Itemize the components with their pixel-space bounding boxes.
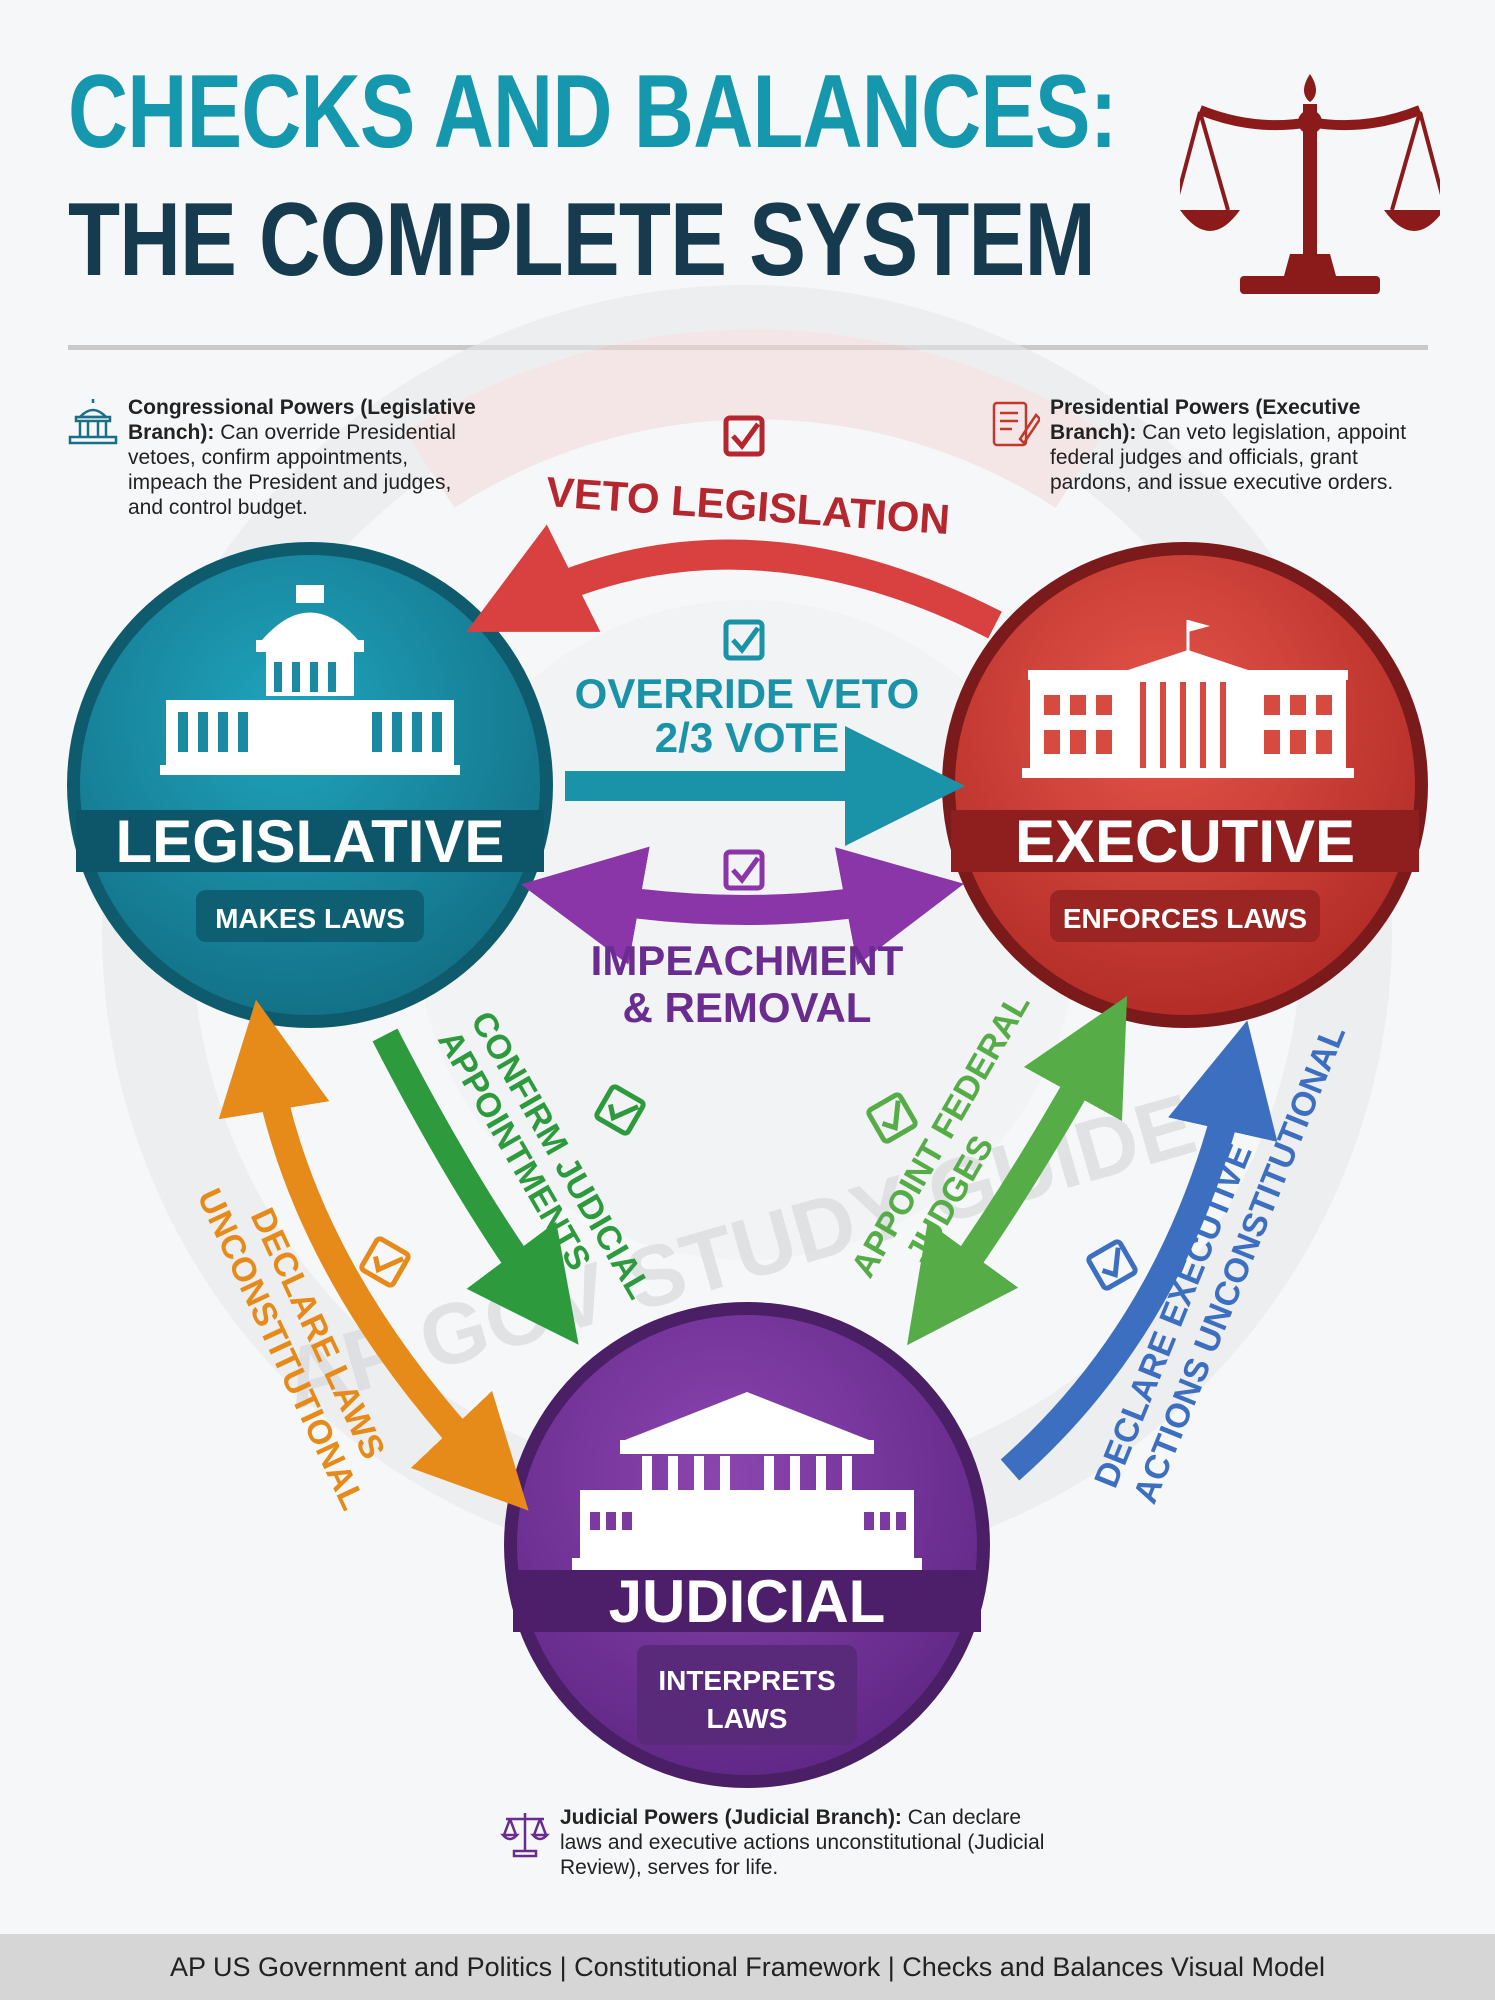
judicial-name: JUDICIAL bbox=[609, 1568, 886, 1635]
check-veto-legislation: VETO LEGISLATION bbox=[466, 415, 1002, 639]
checkbox-icon bbox=[723, 415, 765, 457]
override-label-line-1: OVERRIDE VETO bbox=[575, 670, 920, 717]
legislative-role: MAKES LAWS bbox=[215, 903, 405, 934]
scales-of-justice-icon bbox=[1180, 74, 1440, 294]
checkbox-icon bbox=[866, 1092, 918, 1144]
capitol-icon bbox=[68, 399, 118, 445]
title-line-1: CHECKS AND BALANCES: bbox=[68, 54, 1117, 170]
checkbox-icon bbox=[1086, 1239, 1138, 1291]
checkbox-icon bbox=[594, 1084, 646, 1136]
legislative-circle[interactable]: LEGISLATIVE MAKES LAWS bbox=[67, 542, 553, 1028]
scales-icon bbox=[500, 1813, 550, 1858]
legislative-powers-box: Congressional Powers (Legislative Branch… bbox=[68, 395, 488, 520]
judicial-circle[interactable]: JUDICIAL INTERPRETS LAWS bbox=[504, 1302, 990, 1788]
executive-circle[interactable]: EXECUTIVE ENFORCES LAWS bbox=[942, 542, 1428, 1028]
override-label-line-2: 2/3 VOTE bbox=[655, 714, 839, 761]
impeach-label-line-1: IMPEACHMENT bbox=[591, 937, 904, 984]
check-override-veto: OVERRIDE VETO 2/3 VOTE bbox=[565, 619, 965, 846]
veto-label: VETO LEGISLATION bbox=[545, 468, 952, 543]
judicial-powers-text: Can declare laws and executive actions u… bbox=[560, 1806, 1045, 1879]
impeach-label-line-2: & REMOVAL bbox=[623, 984, 872, 1031]
legislative-powers-text: Can override Presidential vetoes, confir… bbox=[128, 421, 456, 519]
footer-bar: AP US Government and Politics | Constitu… bbox=[0, 1934, 1495, 2000]
judicial-role-line-1: INTERPRETS bbox=[658, 1665, 835, 1696]
check-impeachment: IMPEACHMENT & REMOVAL bbox=[520, 846, 964, 1031]
executive-powers-box: Presidential Powers (Executive Branch): … bbox=[990, 395, 1420, 495]
judicial-role-line-2: LAWS bbox=[707, 1703, 788, 1734]
judicial-powers-box: Judicial Powers (Judicial Branch): Can d… bbox=[500, 1805, 1060, 1880]
legislative-powers-heading: Congressional Powers (Legislative Branch… bbox=[128, 396, 476, 444]
document-pen-icon bbox=[992, 401, 1040, 447]
judicial-powers-heading: Judicial Powers (Judicial Branch): bbox=[560, 1806, 902, 1829]
checkbox-icon bbox=[723, 619, 765, 661]
executive-powers-text: Can veto legislation, appoint federal ju… bbox=[1050, 421, 1407, 494]
executive-role: ENFORCES LAWS bbox=[1063, 903, 1307, 934]
legislative-name: LEGISLATIVE bbox=[116, 808, 505, 875]
checkbox-icon bbox=[359, 1236, 411, 1288]
title-line-2: THE COMPLETE SYSTEM bbox=[68, 182, 1096, 298]
executive-powers-heading: Presidential Powers (Executive Branch): bbox=[1050, 396, 1361, 444]
supreme-court-icon bbox=[572, 1392, 922, 1570]
footer-text: AP US Government and Politics | Constitu… bbox=[169, 1952, 1326, 1982]
executive-name: EXECUTIVE bbox=[1015, 808, 1355, 875]
